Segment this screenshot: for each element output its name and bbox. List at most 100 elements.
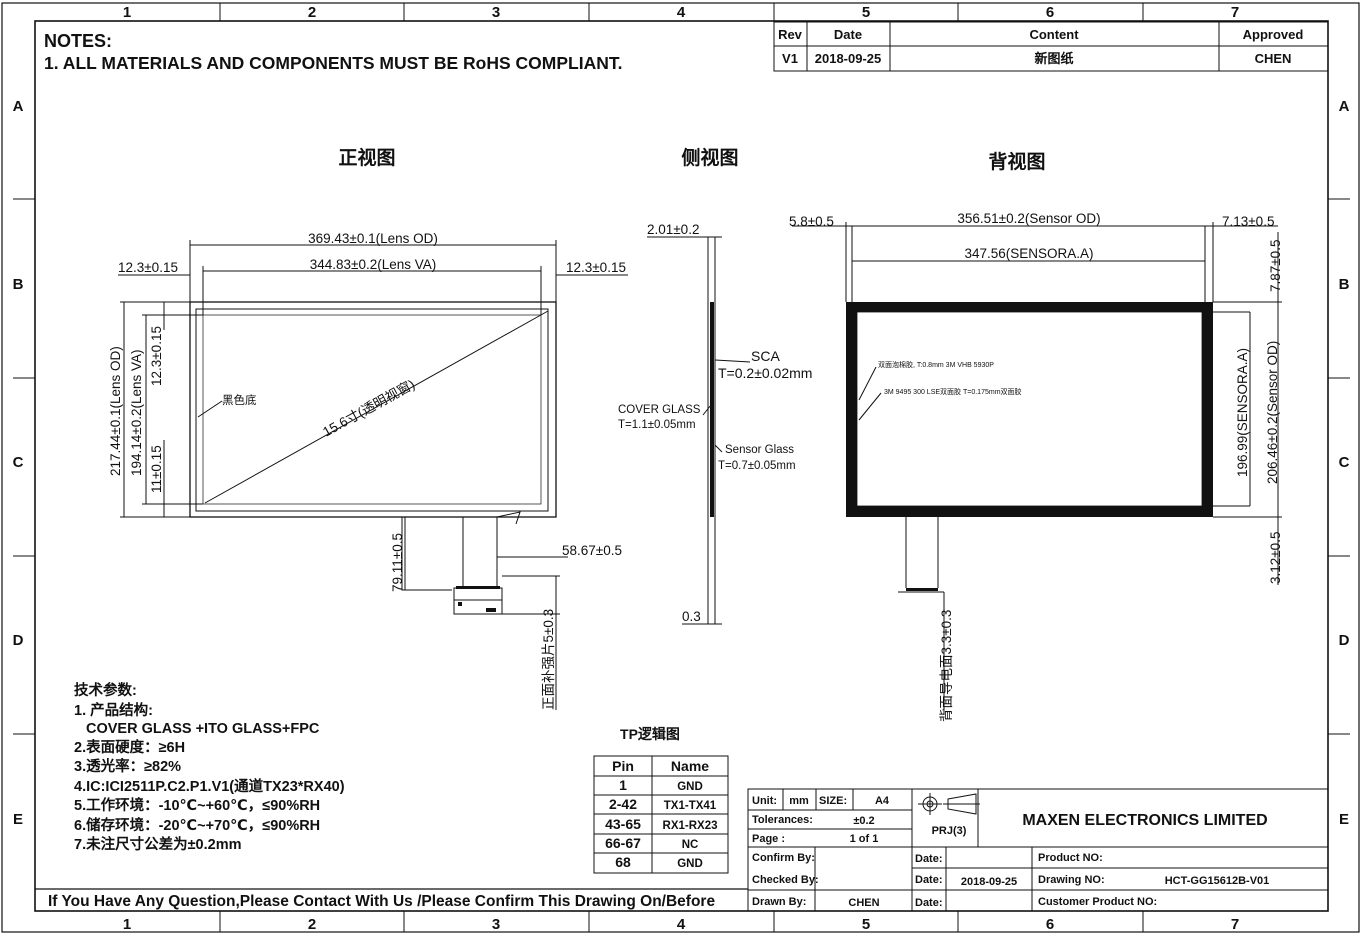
pin-table-title: TP逻辑图 <box>620 726 680 742</box>
col-label: 2 <box>308 4 316 21</box>
side-view-title: 侧视图 <box>681 146 738 169</box>
dim-margin-left: 12.3±0.15 <box>118 260 178 275</box>
pin-cell: 2-42 <box>609 796 637 812</box>
diagonal-label: 15.6寸(透明视窗) <box>320 376 418 440</box>
rev-cell: CHEN <box>1255 51 1292 66</box>
dim-height-od: 217.44±0.1(Lens OD) <box>108 346 123 476</box>
pin-cell: GND <box>677 858 703 870</box>
spec-line: COVER GLASS +ITO GLASS+FPC <box>86 721 320 737</box>
row-label: E <box>13 811 23 828</box>
dim-margin-right: 12.3±0.15 <box>566 260 626 275</box>
back-height-od: 206.46±0.2(Sensor OD) <box>1265 341 1280 484</box>
unit-value: mm <box>789 795 809 807</box>
side-cover-thickness: T=1.1±0.05mm <box>618 419 696 431</box>
side-fpc: 0.3 <box>682 609 701 624</box>
row-label: B <box>13 276 24 293</box>
row-label: E <box>1339 811 1349 828</box>
size-value: A4 <box>875 795 890 807</box>
rev-header: Rev <box>778 27 803 42</box>
col-label: 5 <box>862 4 870 21</box>
pin-cell: RX1-RX23 <box>663 820 718 832</box>
col-label: 5 <box>862 916 870 933</box>
customer-no-label: Customer Product NO: <box>1038 896 1157 908</box>
date-label: Date: <box>915 853 943 865</box>
pin-cell: 43-65 <box>605 816 641 832</box>
projection-label: PRJ(3) <box>932 825 967 837</box>
front-view-title: 正视图 <box>338 146 395 169</box>
spec-line: 7.未注尺寸公差为±0.2mm <box>74 835 242 853</box>
pin-cell: 1 <box>619 777 627 793</box>
col-label: 1 <box>123 4 131 21</box>
side-sca: SCA <box>751 348 780 364</box>
company-name: MAXEN ELECTRONICS LIMITED <box>1022 812 1267 829</box>
row-label: B <box>1339 276 1350 293</box>
rev-header: Date <box>834 27 862 42</box>
col-label: 3 <box>492 4 500 21</box>
col-label: 1 <box>123 916 131 933</box>
pin-header: Pin <box>612 758 634 774</box>
front-view: 369.43±0.1(Lens OD) 344.83±0.2(Lens VA) … <box>108 231 628 710</box>
back-tape1-label: 双面泡棉胶, T:0.8mm 3M VHB 5930P <box>878 360 994 369</box>
tolerances-label: Tolerances: <box>752 814 813 826</box>
dim-margin-top: 12.3±0.15 <box>149 326 164 386</box>
spec-line: 1. 产品结构: <box>74 701 153 719</box>
drawing-no-value: HCT-GG15612B-V01 <box>1165 875 1270 887</box>
notes-title: NOTES: <box>44 31 112 51</box>
side-sca-thickness: T=0.2±0.02mm <box>718 365 812 381</box>
date-label: Date: <box>915 897 943 909</box>
rev-cell: 新图纸 <box>1034 51 1073 66</box>
footer-note: If You Have Any Question,Please Contact … <box>48 893 715 910</box>
side-cover-glass: COVER GLASS <box>618 404 701 416</box>
title-block: Unit: mm SIZE: A4 Tolerances: ±0.2 Page … <box>747 788 1329 912</box>
col-label: 6 <box>1046 916 1054 933</box>
row-label: C <box>13 454 24 471</box>
back-bottom-margin: 3.12±0.5 <box>1268 532 1283 584</box>
pin-table: TP逻辑图 Pin Name 1 GND 2-42 TX1-TX41 43-65… <box>593 726 729 874</box>
tolerances-value: ±0.2 <box>853 815 874 827</box>
spec-line: 6.储存环境：-20℃~+70℃，≤90%RH <box>74 816 320 834</box>
back-sensor-aa: 347.56(SENSORA.A) <box>964 246 1093 261</box>
back-conductive-label: 背面导电面3.3±0.3 <box>939 610 954 722</box>
dim-fpc-length: 79.11±0.5 <box>390 533 405 592</box>
row-label: A <box>13 98 24 115</box>
dim-margin-bottom: 11±0.15 <box>149 445 164 493</box>
col-label: 7 <box>1231 4 1239 21</box>
product-no-label: Product NO: <box>1038 852 1103 864</box>
row-label: A <box>1339 98 1350 115</box>
back-height-aa: 196.99(SENSORA.A) <box>1235 348 1250 477</box>
col-label: 2 <box>308 916 316 933</box>
drawn-by-label: Drawn By: <box>752 896 806 908</box>
side-sensor-glass: Sensor Glass <box>725 444 794 456</box>
back-right-margin: 7.13±0.5 <box>1222 214 1274 229</box>
rev-cell: V1 <box>782 51 798 66</box>
spec-line: 2.表面硬度：≥6H <box>74 738 185 756</box>
back-left-margin: 5.8±0.5 <box>789 214 834 229</box>
rev-header: Approved <box>1243 27 1304 42</box>
drawn-by-name: CHEN <box>848 897 879 909</box>
notes-line: 1. ALL MATERIALS AND COMPONENTS MUST BE … <box>44 53 622 73</box>
pin-cell: GND <box>677 781 703 793</box>
spec-line: 3.透光率：≥82% <box>74 757 181 775</box>
unit-label: Unit: <box>752 795 777 807</box>
dim-fpc-offset: 58.67±0.5 <box>562 543 622 558</box>
specs-title: 技术参数: <box>74 681 137 699</box>
view-titles: 正视图 侧视图 背视图 <box>338 146 1045 173</box>
col-label: 7 <box>1231 916 1239 933</box>
dim-height-va: 194.14±0.2(Lens VA) <box>129 350 144 477</box>
pin-header: Name <box>671 758 709 774</box>
back-sensor-od: 356.51±0.2(Sensor OD) <box>957 211 1100 226</box>
size-label: SIZE: <box>819 795 847 807</box>
side-view: 2.01±0.2 SCA T=0.2±0.02mm COVER GLASS T=… <box>618 222 812 625</box>
row-label: D <box>1339 632 1350 649</box>
drawing-no-label: Drawing NO: <box>1038 874 1105 886</box>
rev-header: Content <box>1029 27 1079 42</box>
checked-by-label: Checked By: <box>752 874 819 886</box>
tech-specs: 技术参数: 1. 产品结构: COVER GLASS +ITO GLASS+FP… <box>74 681 345 853</box>
back-view: 5.8±0.5 356.51±0.2(Sensor OD) 7.13±0.5 3… <box>789 211 1283 722</box>
row-label: D <box>13 632 24 649</box>
page-label: Page : <box>752 833 785 845</box>
black-border-label: 黑色底 <box>222 393 257 407</box>
grid-labels: 1 2 3 4 5 6 7 1 2 3 4 5 6 7 A B C D E A … <box>13 4 1350 933</box>
revision-table: Rev Date Content Approved V1 2018-09-25 … <box>773 21 1329 72</box>
spec-line: 4.IC:ICI2511P.C2.P1.V1(通道TX23*RX40) <box>74 777 345 795</box>
